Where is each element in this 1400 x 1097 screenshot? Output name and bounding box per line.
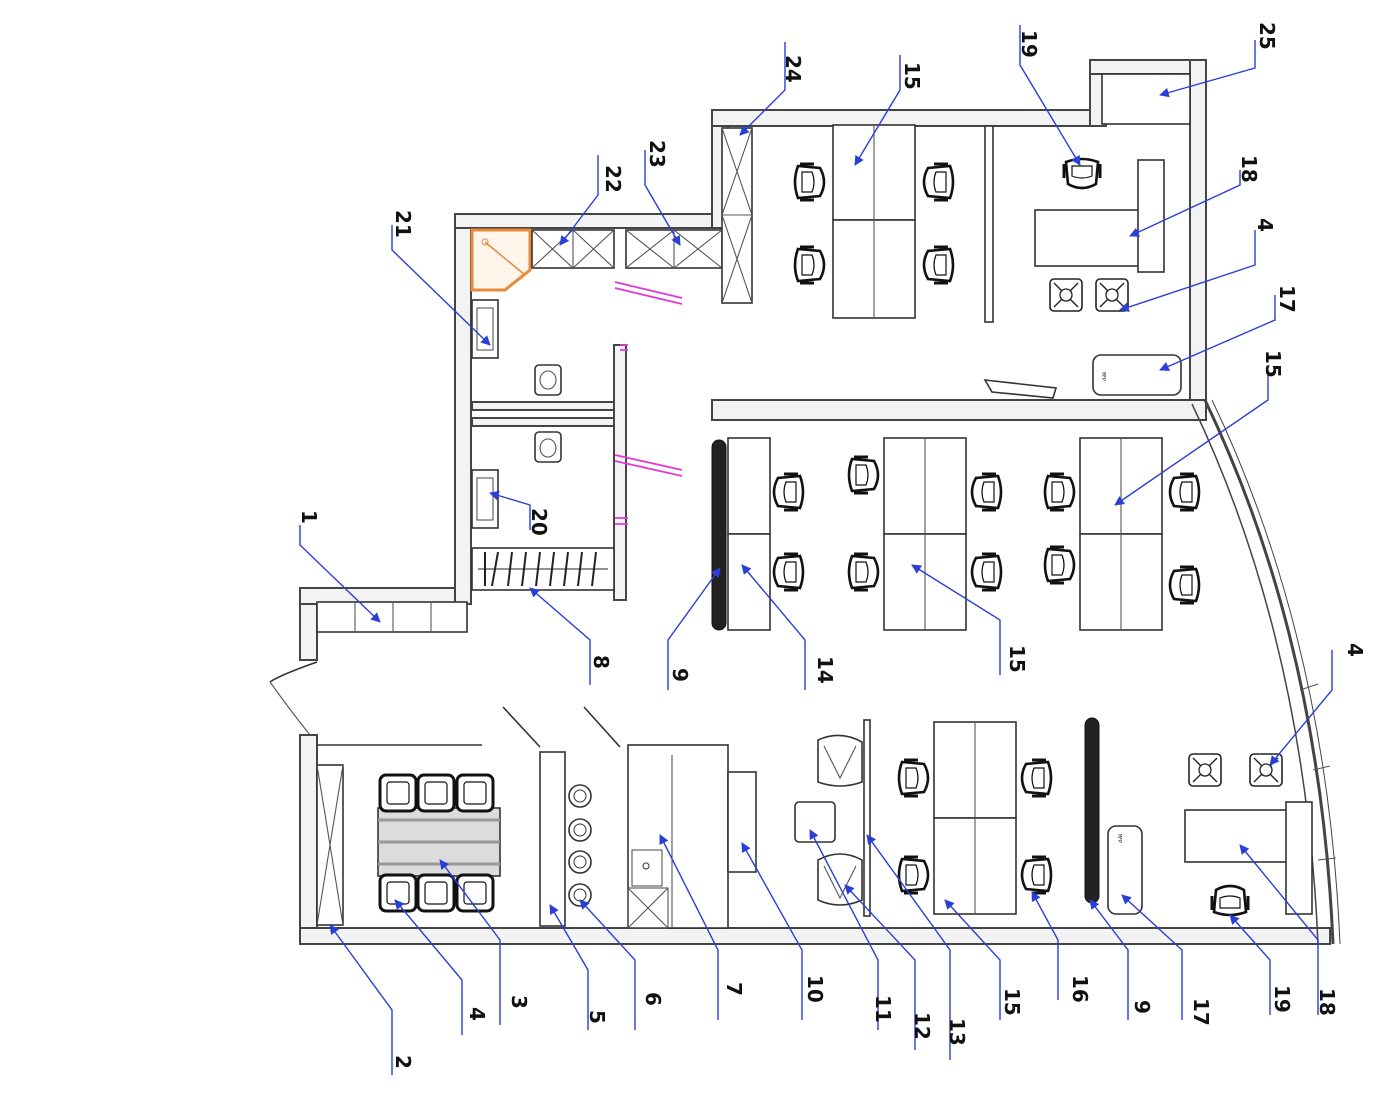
callout-25: 25 (1255, 22, 1279, 50)
callout-4a: 4 (465, 1007, 489, 1021)
callout-21: 21 (391, 210, 415, 238)
callout-5: 5 (585, 1010, 609, 1024)
callout-17b: 17 (1189, 998, 1213, 1026)
callout-24: 24 (781, 55, 805, 83)
callout-18a: 18 (1237, 155, 1261, 183)
callout-3: 3 (507, 995, 531, 1009)
callout-23: 23 (645, 140, 669, 168)
callout-4b: 4 (1253, 218, 1277, 232)
callout-9a: 9 (668, 668, 692, 682)
callout-14: 14 (813, 656, 837, 684)
callout-19b: 19 (1270, 985, 1294, 1013)
callout-16: 16 (1068, 975, 1092, 1003)
callout-15a: 15 (900, 62, 924, 90)
middle-open-office (711, 437, 1201, 631)
callout-10: 10 (803, 975, 827, 1003)
callout-20: 20 (527, 508, 551, 536)
callout-13: 13 (945, 1018, 969, 1046)
callout-22: 22 (601, 165, 625, 193)
leader-lines (299, 25, 1333, 1075)
callout-7: 7 (722, 982, 746, 996)
callout-18b: 18 (1315, 988, 1339, 1016)
callout-15b: 15 (1261, 350, 1285, 378)
callout-8: 8 (589, 655, 613, 669)
callout-17a: 17 (1275, 285, 1299, 313)
callout-1: 1 (297, 510, 321, 524)
meeting-room (316, 744, 757, 929)
callout-4c: 4 (1343, 643, 1367, 657)
svg-text:MFP: MFP (1116, 834, 1122, 843)
callout-6: 6 (641, 992, 665, 1006)
callout-9b: 9 (1130, 1000, 1154, 1014)
callout-labels: 1 2 3 4 4 4 5 6 7 8 9 9 10 11 12 13 14 1… (297, 22, 1367, 1069)
callout-11: 11 (871, 995, 895, 1023)
restrooms (470, 127, 753, 601)
top-office: MFP (793, 73, 1191, 399)
svg-text:MFP: MFP (1100, 372, 1106, 381)
callout-15c: 15 (1005, 645, 1029, 673)
callout-19a: 19 (1017, 30, 1041, 58)
callout-2: 2 (391, 1055, 415, 1069)
callout-12: 12 (910, 1012, 934, 1040)
bottom-office: MFP (794, 717, 1313, 917)
callout-15d: 15 (1000, 988, 1024, 1016)
shelf-unit-1 (316, 601, 468, 633)
